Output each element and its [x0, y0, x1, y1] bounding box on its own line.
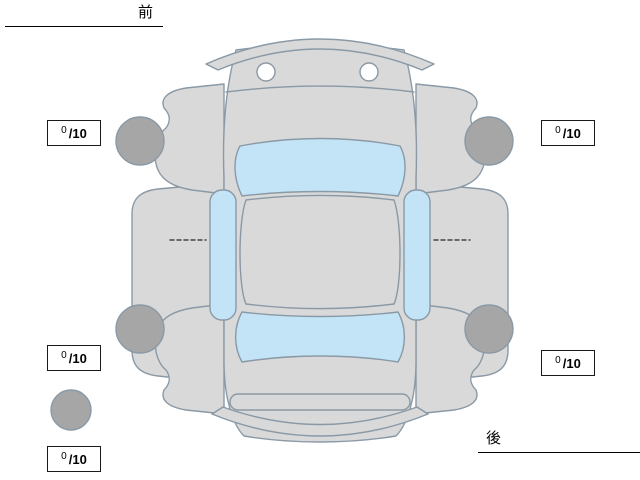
score-max: /10: [68, 125, 87, 141]
front-direction-text: 前: [137, 4, 153, 21]
trunk-strip: [229, 393, 411, 411]
hood-circle-left: [256, 62, 276, 82]
tire-rear-right: [464, 304, 514, 354]
rear-bumper: [211, 406, 429, 437]
score-value: 0: [555, 354, 561, 366]
tires-group: [50, 116, 514, 431]
rear-left-fender: [154, 303, 225, 415]
right-side-window: [403, 189, 431, 321]
score-box-spare: 0 /10: [47, 446, 101, 472]
score-value: 0: [61, 349, 67, 361]
tire-spare: [50, 389, 92, 431]
score-max: /10: [68, 451, 87, 467]
hood-cowl-line: [225, 85, 415, 93]
score-max: /10: [68, 350, 87, 366]
windshield: [234, 137, 406, 197]
score-box-rear-right: 0 /10: [541, 350, 595, 376]
tire-front-right: [464, 116, 514, 166]
score-value: 0: [61, 124, 67, 136]
tire-front-left: [115, 116, 165, 166]
score-max: /10: [562, 125, 581, 141]
score-box-rear-left: 0 /10: [47, 345, 101, 371]
rear-direction-label: 後: [478, 428, 640, 453]
front-left-fender: [154, 83, 225, 195]
score-box-front-right: 0 /10: [541, 120, 595, 146]
tire-rear-left: [115, 304, 165, 354]
front-direction-label: 前: [5, 2, 163, 27]
front-bumper: [205, 38, 435, 71]
rear-direction-text: 後: [486, 430, 502, 447]
hood-circle-right: [359, 62, 379, 82]
roof-panel: [239, 194, 401, 310]
score-value: 0: [61, 450, 67, 462]
score-value: 0: [555, 124, 561, 136]
rear-window: [234, 311, 406, 363]
left-side-window: [209, 189, 237, 321]
car-outline-group: [50, 38, 514, 443]
score-max: /10: [562, 355, 581, 371]
score-box-front-left: 0 /10: [47, 120, 101, 146]
